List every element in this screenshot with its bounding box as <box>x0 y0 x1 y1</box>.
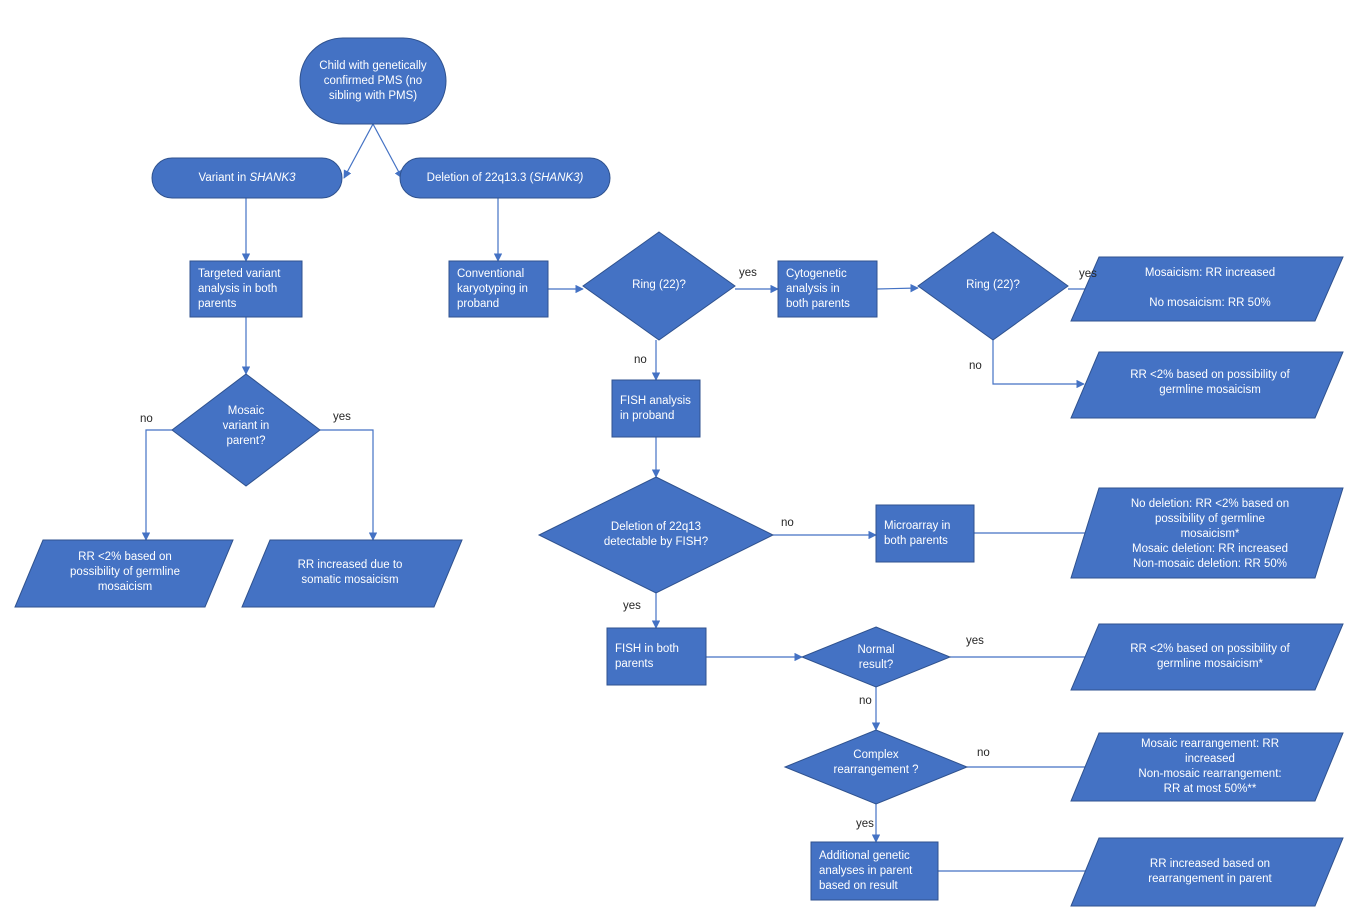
mosaic-rr-output-shape <box>1070 256 1344 322</box>
mosaic-rr-output-text: Mosaicism: RR increased No mosaicism: RR… <box>1144 266 1276 309</box>
ring2-decision-text: Ring (22)? <box>966 278 1020 291</box>
fish-parents-node-text: FISH in both parents <box>615 642 679 670</box>
ring2-decision-shape <box>917 231 1069 341</box>
ring-no-rr-output-shape <box>1070 351 1344 419</box>
variant-no-rr-output-text: RR <2% based on possibility of germline … <box>70 551 180 593</box>
normal-rr-output-shape <box>1070 623 1344 691</box>
complex-decision-shape <box>783 729 969 805</box>
cytogenetic-node-text: Cytogenetic analysis in both parents <box>786 267 850 310</box>
ring2-yes-label: yes <box>1079 268 1097 280</box>
connector-lines <box>141 123 1098 876</box>
mosaic-variant-decision-text: Mosaic variant in parent? <box>222 404 270 447</box>
targeted-variant-node-text: Targeted variant analysis in both parent… <box>198 267 281 310</box>
fish-proband-node-text: FISH analysis in proband <box>620 394 691 422</box>
deletion-fish-decision-text: Deletion of 22q13 detectable by FISH? <box>603 521 709 548</box>
additional-analyses-node-text: Additional genetic analyses in parent ba… <box>819 849 913 892</box>
deletion-node-shape <box>399 157 611 199</box>
normal-result-decision-text: Normal result? <box>857 644 895 671</box>
ring1-decision-shape <box>582 231 736 341</box>
complex-no-rr-output-shape <box>1070 732 1344 802</box>
edge-start-to-variant <box>343 123 374 179</box>
variant-node-text: Variant in SHANK3 <box>198 171 296 184</box>
mosaic-no-label: no <box>140 413 153 425</box>
fish-no-label: no <box>781 517 794 529</box>
normal-result-decision-shape <box>800 626 952 688</box>
normal-no-label: no <box>859 695 872 707</box>
karyotyping-node-text: Conventional karyotyping in proband <box>457 267 528 310</box>
deletion-fish-decision-shape <box>537 476 775 594</box>
complex-yes-label: yes <box>856 818 874 830</box>
variant-yes-rr-output-shape <box>241 539 463 608</box>
additional-rr-output-shape <box>1070 837 1344 907</box>
edge-mosaic-yes <box>320 429 378 541</box>
complex-no-label: no <box>977 747 990 759</box>
microarray-node-text: Microarray in both parents <box>884 519 951 547</box>
complex-decision-text: Complex rearrangement ? <box>833 749 919 776</box>
mosaic-yes-label: yes <box>333 411 351 423</box>
normal-rr-output-text: RR <2% based on possibility of germline … <box>1130 643 1290 670</box>
microarray-result-output-text: No deletion: RR <2% based on possibility… <box>1130 497 1290 570</box>
edge-ring2-to-rr-no <box>992 340 1085 389</box>
edge-start-to-deletion <box>372 123 403 179</box>
complex-no-rr-output-text: Mosaic rearrangement: RR increased Non-m… <box>1138 738 1282 795</box>
fish-yes-label: yes <box>623 600 641 612</box>
ring1-yes-label: yes <box>739 267 757 279</box>
ring2-no-label: no <box>969 360 982 372</box>
edge-cytogenetic-to-ring2 <box>876 283 919 293</box>
variant-yes-rr-output-text: RR increased due to somatic mosaicism <box>297 558 403 586</box>
edge-mosaic-no <box>141 429 172 541</box>
ring-no-rr-output-text: RR <2% based on possibility of germline … <box>1130 369 1290 396</box>
node-shapes <box>14 37 1344 907</box>
fish-parents-node-shape <box>606 627 707 686</box>
additional-rr-output-text: RR increased based on rearrangement in p… <box>1148 858 1272 885</box>
normal-yes-label: yes <box>966 635 984 647</box>
deletion-node-text: Deletion of 22q13.3 (SHANK3) <box>426 171 584 184</box>
targeted-variant-node-shape <box>189 260 303 318</box>
variant-node-shape <box>151 157 343 199</box>
ring1-decision-text: Ring (22)? <box>632 278 686 291</box>
additional-analyses-node-shape <box>810 841 939 901</box>
cytogenetic-node-shape <box>777 260 878 318</box>
mosaic-variant-decision-shape <box>171 373 321 487</box>
fish-proband-node-shape <box>611 379 701 438</box>
start-node-shape <box>299 37 447 125</box>
start-node-text: Child with genetically confirmed PMS (no… <box>319 59 427 102</box>
microarray-node-shape <box>875 504 975 563</box>
ring1-no-label: no <box>634 354 647 366</box>
microarray-result-output-shape <box>1070 487 1344 579</box>
karyotyping-node-shape <box>448 260 549 318</box>
variant-no-rr-output-shape <box>14 539 234 608</box>
